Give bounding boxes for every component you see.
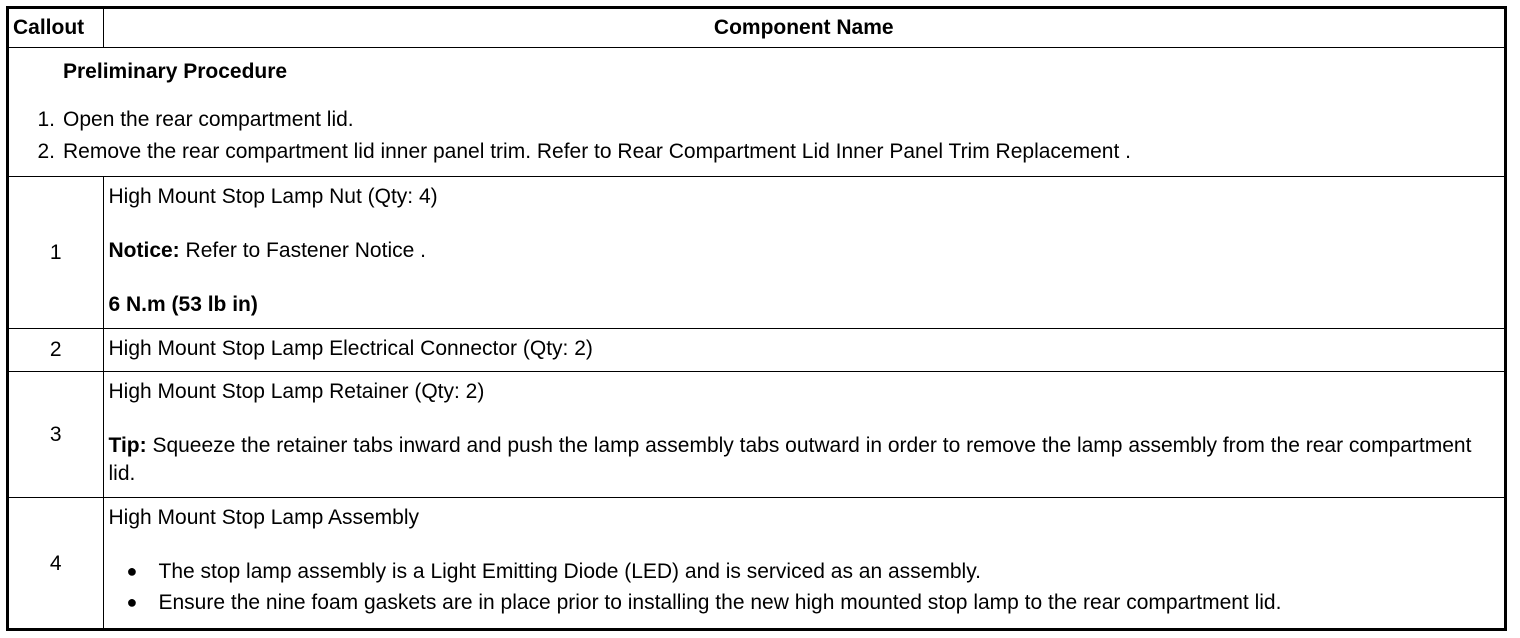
component-name-column-header: Component Name (102, 9, 1504, 48)
preliminary-step-number: 2. (37, 140, 55, 163)
bullet-icon: ● (126, 561, 138, 581)
preliminary-procedure-row: Preliminary Procedure 1. Open the rear c… (9, 47, 1504, 177)
component-name: High Mount Stop Lamp Nut (Qty: 4) (108, 185, 438, 208)
torque-spec: 6 N.m (53 lb in) (108, 293, 258, 316)
bullet-list: ● The stop lamp assembly is a Light Emit… (109, 556, 1499, 618)
callout-number: 3 (9, 371, 104, 498)
callout-column-header: Callout (9, 9, 104, 48)
preliminary-step-text: Remove the rear compartment lid inner pa… (63, 140, 1131, 163)
callout-number: 2 (9, 328, 104, 372)
notice-text: Refer to Fastener Notice . (179, 239, 426, 262)
callout-number: 4 (9, 497, 104, 629)
component-name: High Mount Stop Lamp Assembly (108, 506, 420, 529)
component-cell: High Mount Stop Lamp Assembly ● The stop… (102, 497, 1504, 629)
bullet-icon: ● (126, 592, 138, 612)
table-row: 3 High Mount Stop Lamp Retainer (Qty: 2)… (9, 371, 1504, 498)
notice-line: Notice: Refer to Fastener Notice . (109, 237, 1499, 265)
preliminary-procedure-cell: Preliminary Procedure 1. Open the rear c… (9, 47, 1504, 177)
preliminary-procedure-title: Preliminary Procedure (63, 60, 288, 83)
bullet-text: The stop lamp assembly is a Light Emitti… (158, 560, 981, 583)
list-item: ● Ensure the nine foam gaskets are in pl… (109, 587, 1499, 618)
notice-label: Notice: (108, 239, 180, 262)
callout-number: 1 (9, 176, 104, 329)
table-row: 4 High Mount Stop Lamp Assembly ● The st… (9, 497, 1504, 629)
component-cell: High Mount Stop Lamp Nut (Qty: 4) Notice… (102, 176, 1504, 329)
component-name: High Mount Stop Lamp Retainer (Qty: 2) (108, 380, 485, 403)
bullet-text: Ensure the nine foam gaskets are in plac… (158, 591, 1282, 614)
preliminary-step-text: Open the rear compartment lid. (63, 108, 354, 131)
preliminary-step: 1. Open the rear compartment lid. (9, 104, 1504, 136)
component-table: Callout Component Name Preliminary Proce… (9, 9, 1504, 629)
tip-line: Tip: Squeeze the retainer tabs inward an… (109, 432, 1499, 488)
component-table-frame: Callout Component Name Preliminary Proce… (6, 6, 1507, 631)
preliminary-step: 2. Remove the rear compartment lid inner… (9, 136, 1504, 168)
preliminary-step-number: 1. (37, 108, 55, 131)
table-header-row: Callout Component Name (9, 9, 1504, 48)
table-row: 2 High Mount Stop Lamp Electrical Connec… (9, 328, 1504, 372)
component-cell: High Mount Stop Lamp Retainer (Qty: 2) T… (102, 371, 1504, 498)
component-name: High Mount Stop Lamp Electrical Connecto… (108, 337, 593, 360)
table-row: 1 High Mount Stop Lamp Nut (Qty: 4) Noti… (9, 176, 1504, 329)
tip-label: Tip: (108, 434, 147, 457)
list-item: ● The stop lamp assembly is a Light Emit… (109, 556, 1499, 587)
component-cell: High Mount Stop Lamp Electrical Connecto… (102, 328, 1504, 372)
tip-text: Squeeze the retainer tabs inward and pus… (108, 434, 1472, 485)
